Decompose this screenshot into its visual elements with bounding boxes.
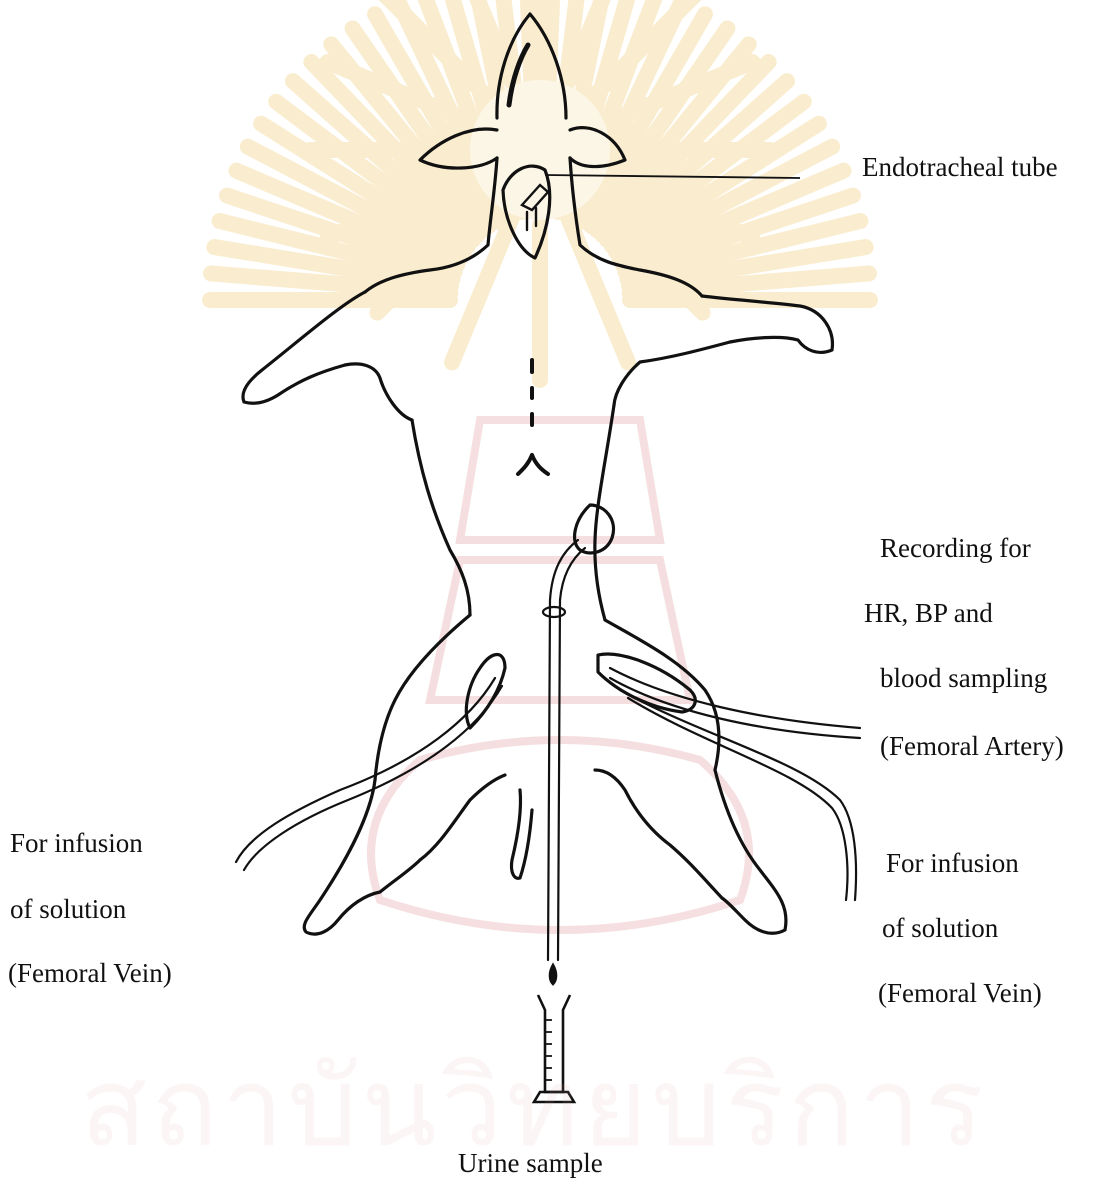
recording-label-line3: blood sampling — [880, 665, 1047, 692]
recording-label-line4: (Femoral Artery) — [880, 733, 1064, 760]
urine-sample-label: Urine sample — [458, 1150, 603, 1177]
left-infusion-label-line3: (Femoral Vein) — [8, 960, 172, 987]
watermark-glow — [470, 80, 610, 220]
right-infusion-label-line1: For infusion — [886, 850, 1019, 877]
left-infusion-label-line1: For infusion — [10, 830, 143, 857]
watermark-sunburst — [210, 0, 870, 380]
right-infusion-label-line2: of solution — [882, 915, 998, 942]
right-infusion-label-line3: (Femoral Vein) — [878, 980, 1042, 1007]
recording-label-line1: Recording for — [880, 535, 1031, 562]
left-infusion-label-line2: of solution — [10, 896, 126, 923]
endotracheal-tube-label: Endotracheal tube — [862, 154, 1058, 181]
recording-label-line2: HR, BP and — [864, 600, 993, 627]
